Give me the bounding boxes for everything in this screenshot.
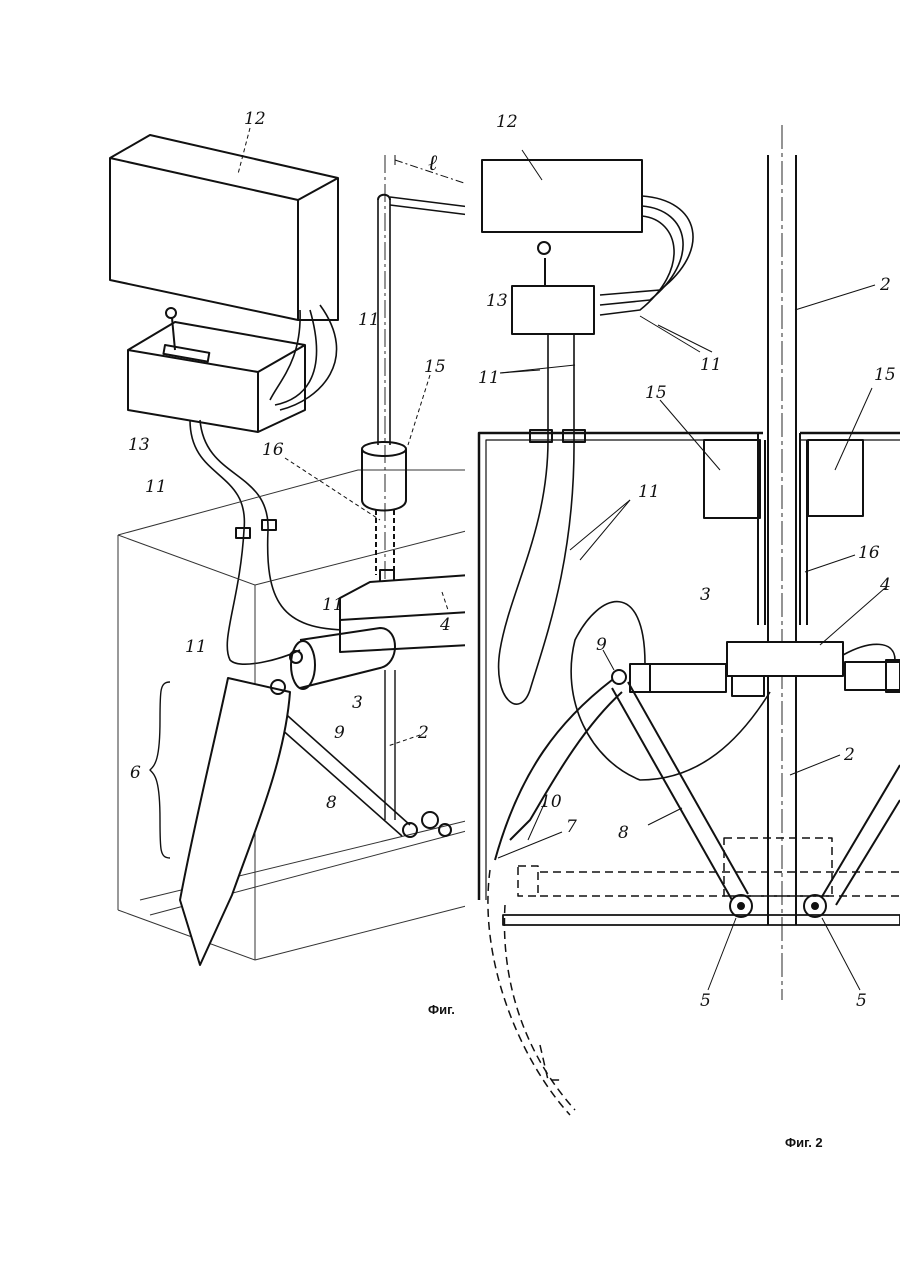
fig2-label-8: 8 (618, 823, 629, 843)
fig2-label-15b: 15 (874, 365, 896, 385)
fig2-label-12: 12 (496, 112, 518, 132)
fig2-label-11b: 11 (478, 368, 500, 388)
fig2-label-10: 10 (540, 792, 562, 812)
figure-2-caption: Фиг. 2 (785, 1135, 823, 1150)
fig2-label-9: 9 (596, 635, 607, 655)
fig2-label-11a: 11 (700, 355, 722, 375)
fig2-label-2b: 2 (843, 745, 855, 765)
fig2-label-13: 13 (486, 291, 508, 311)
fig2-label-16: 16 (858, 543, 880, 563)
fig2-label-3: 3 (700, 585, 711, 605)
fig2-label-5b: 5 (856, 991, 867, 1011)
fig2-label-15a: 15 (645, 383, 667, 403)
fig2-label-4: 4 (879, 575, 891, 595)
fig2-label-11c: 11 (638, 482, 660, 502)
fig2-label-7: 7 (566, 817, 577, 837)
fig2-label-5a: 5 (700, 991, 711, 1011)
fig2-label-2a: 2 (879, 275, 891, 295)
